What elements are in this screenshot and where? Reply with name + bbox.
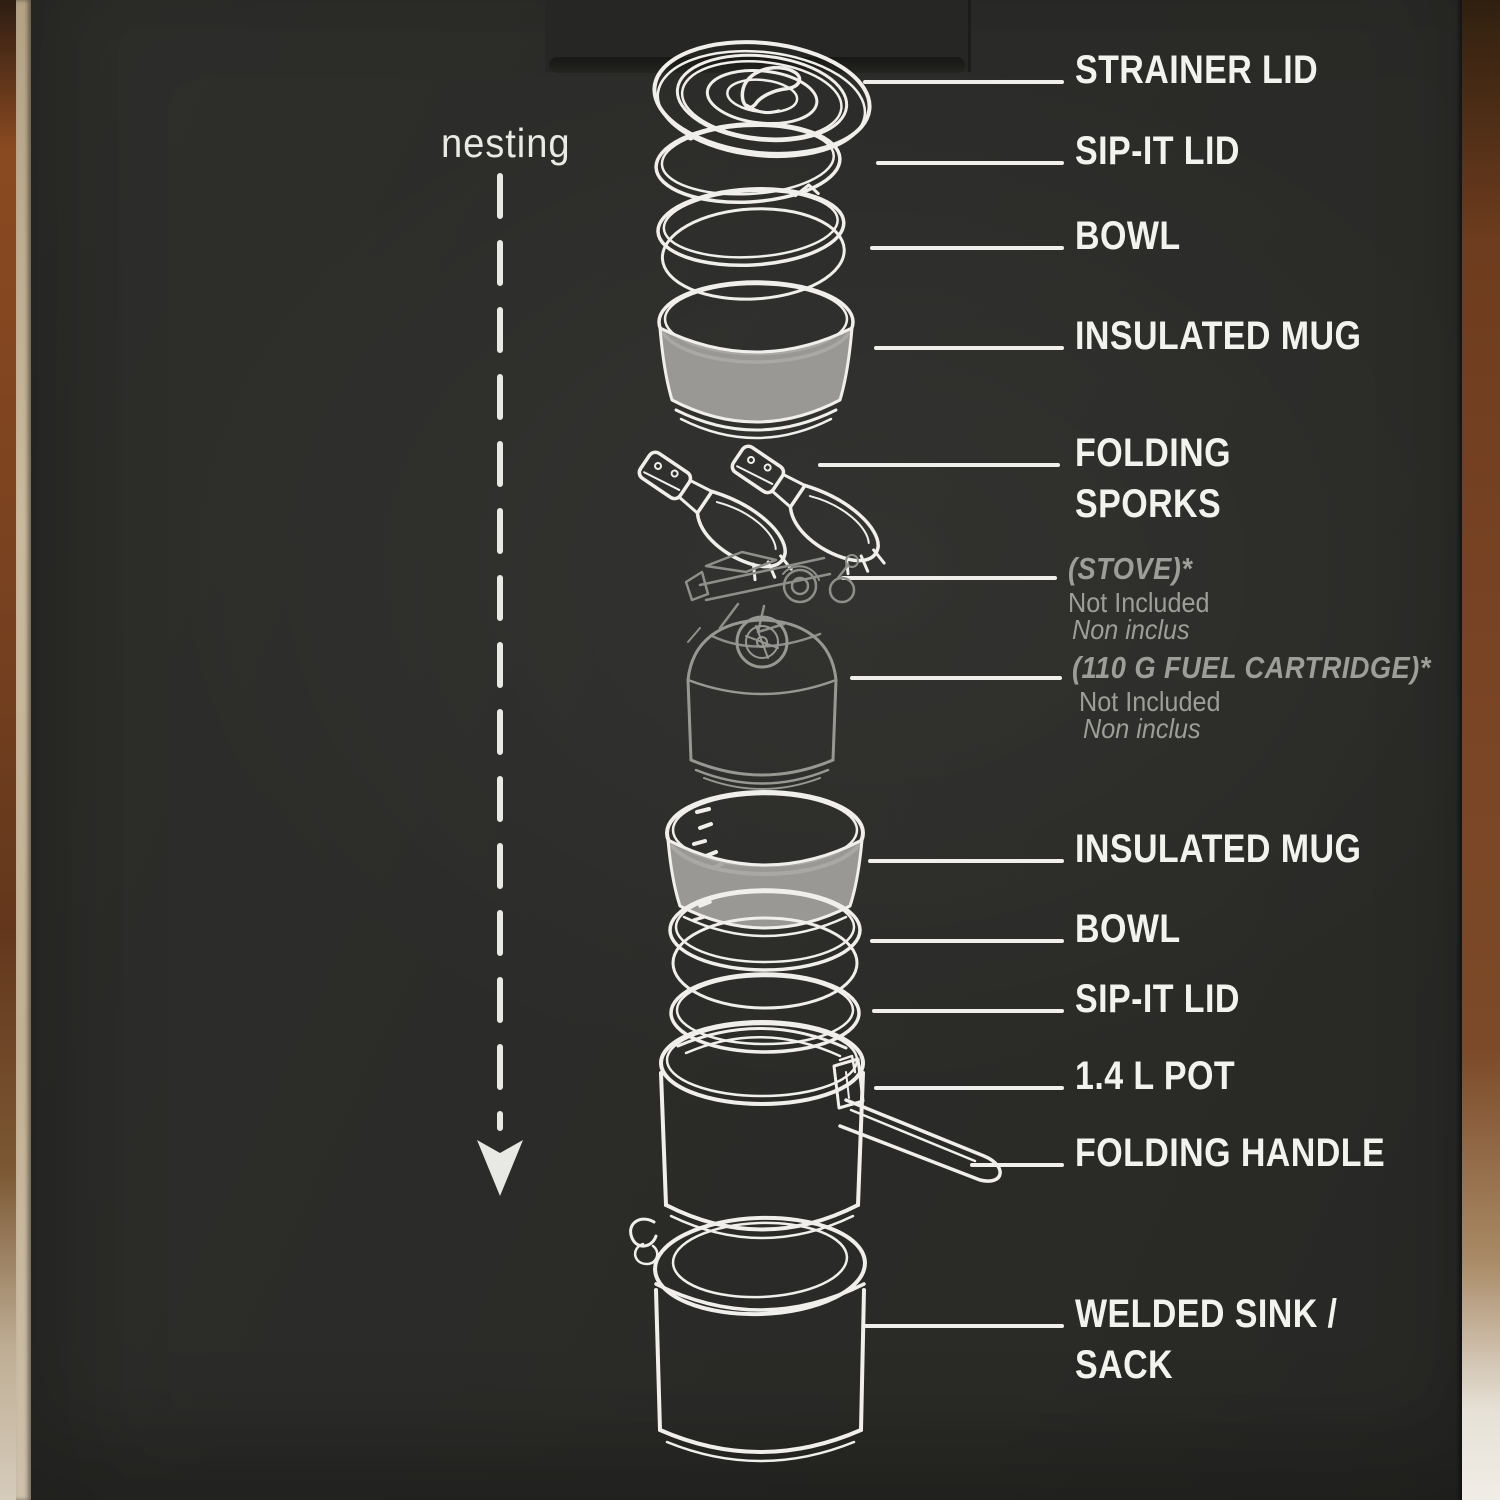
label-stove: (STOVE)* [1068, 551, 1193, 586]
pot-icon [659, 1020, 1002, 1240]
folding-handle-icon [838, 1098, 1002, 1183]
label-stove-not-included: Not Included [1068, 587, 1210, 618]
wood-table-left-edge [0, 0, 16, 1500]
box-flap-shadow-ridge [549, 57, 965, 73]
callout-lines [818, 80, 1064, 1328]
fuel-cartridge-icon [686, 615, 838, 790]
insulated-mug-nested-icon [665, 790, 865, 938]
label-folding-handle: FOLDING HANDLE [1075, 1131, 1386, 1175]
label-fuel-not-included: Not Included [1079, 686, 1221, 717]
label-welded-sink-line1: WELDED SINK / [1075, 1292, 1338, 1336]
label-fuel-cartridge: (110 G FUEL CARTRIDGE)* [1072, 650, 1431, 685]
label-strainer-lid: STRAINER LID [1075, 48, 1319, 92]
label-stove-non-inclus: Non inclus [1072, 614, 1190, 645]
sip-it-lid-nested-icon [669, 972, 861, 1054]
label-welded-sink-line2: SACK [1075, 1343, 1174, 1387]
welded-sink-sack-icon [629, 1215, 867, 1463]
bowl-nested-icon [668, 888, 862, 1010]
label-pot: 1.4 L POT [1075, 1054, 1236, 1098]
insulated-mug-icon [657, 280, 855, 440]
label-bowl-nested: BOWL [1075, 907, 1181, 951]
label-sip-it-lid: SIP-IT LID [1075, 129, 1240, 173]
label-insulated-mug-nested: INSULATED MUG [1075, 827, 1362, 871]
label-folding-sporks-line1: FOLDING [1075, 431, 1231, 475]
bowl-icon [656, 183, 846, 301]
label-sip-it-lid-nested: SIP-IT LID [1075, 977, 1240, 1021]
wood-table-right-edge [1462, 0, 1500, 1500]
nesting-flow-label: nesting [441, 120, 571, 166]
label-bowl: BOWL [1075, 214, 1181, 258]
label-folding-sporks-line2: SPORKS [1075, 482, 1222, 526]
strainer-lid-icon [652, 40, 872, 159]
box-cardboard-edge [16, 0, 31, 1500]
nesting-arrow [477, 173, 523, 1196]
label-insulated-mug: INSULATED MUG [1075, 314, 1362, 358]
box-face [31, 0, 1462, 1500]
sip-it-lid-icon [654, 122, 842, 204]
folding-sporks-icon [637, 444, 886, 582]
label-fuel-non-inclus: Non inclus [1083, 713, 1201, 744]
